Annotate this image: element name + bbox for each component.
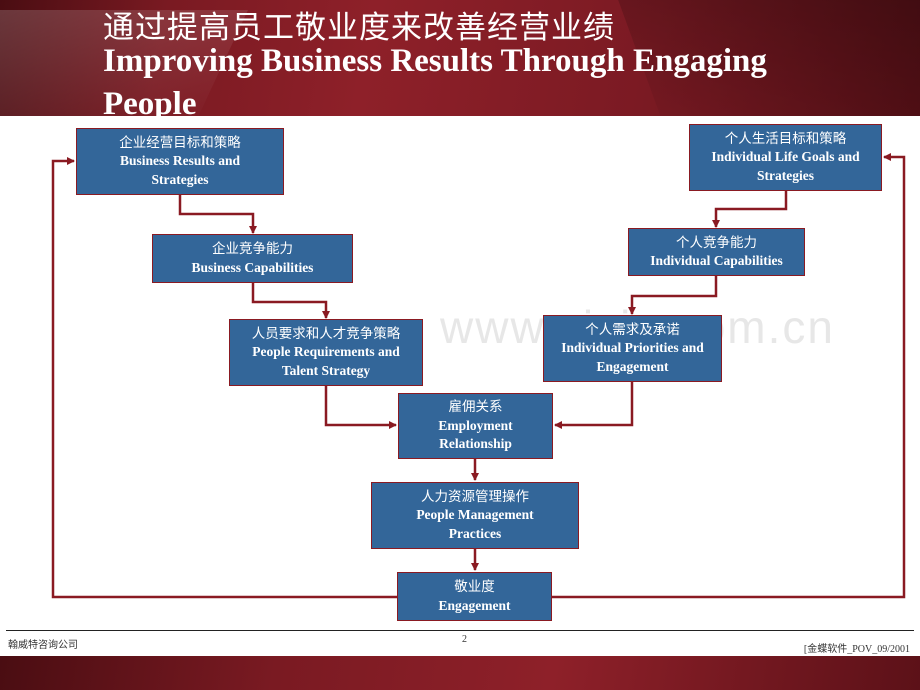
- box-people-requirements-cn: 人员要求和人才竞争策略: [251, 325, 401, 342]
- footer-band: [0, 656, 920, 690]
- box-people-management: 人力资源管理操作 People Management Practices: [371, 482, 579, 549]
- box-individual-life-goals: 个人生活目标和策略 Individual Life Goals and Stra…: [689, 124, 882, 191]
- connector-engagement-feedback-left: [51, 157, 397, 599]
- footer-company: 翰威特咨询公司: [8, 640, 78, 651]
- header-band: 通过提高员工敬业度来改善经营业绩 Improving Business Resu…: [0, 0, 920, 116]
- box-people-management-cn: 人力资源管理操作: [421, 488, 529, 505]
- box-people-management-en: People Management Practices: [416, 507, 534, 541]
- footer-source-note: [金蝶软件_POV_09/2001: [803, 644, 910, 655]
- box-individual-capabilities-en: Individual Capabilities: [650, 253, 783, 268]
- connector-individual-capabilities-to-priorities: [628, 276, 718, 315]
- connector-priorities-to-employment: [554, 382, 634, 429]
- connector-engagement-feedback-right: [552, 153, 906, 599]
- box-business-capabilities: 企业竞争能力 Business Capabilities: [152, 234, 353, 283]
- box-individual-priorities-cn: 个人需求及承诺: [585, 321, 680, 338]
- box-individual-priorities: 个人需求及承诺 Individual Priorities and Engage…: [543, 315, 722, 382]
- connector-capabilities-to-requirements: [251, 283, 330, 319]
- box-people-requirements-en: People Requirements and Talent Strategy: [252, 344, 400, 378]
- box-business-results-en: Business Results and Strategies: [119, 153, 241, 187]
- connector-life-goals-to-individual-capabilities: [712, 190, 788, 228]
- box-employment-relationship: 雇佣关系 Employment Relationship: [398, 393, 553, 459]
- footer-divider: [6, 630, 914, 631]
- footer-page-number: 2: [462, 634, 467, 645]
- box-employment-relationship-cn: 雇佣关系: [448, 399, 503, 416]
- box-individual-capabilities-cn: 个人竞争能力: [676, 234, 757, 251]
- box-business-results: 企业经营目标和策略 Business Results and Strategie…: [76, 128, 284, 195]
- box-individual-life-goals-en: Individual Life Goals and Strategies: [711, 149, 860, 183]
- box-engagement-cn: 敬业度: [454, 579, 495, 595]
- box-business-capabilities-cn: 企业竞争能力: [212, 241, 293, 257]
- box-individual-priorities-en: Individual Priorities and Engagement: [561, 340, 704, 374]
- box-business-capabilities-en: Business Capabilities: [191, 259, 314, 275]
- box-people-requirements: 人员要求和人才竞争策略 People Requirements and Tale…: [229, 319, 423, 386]
- connector-requirements-to-employment: [324, 386, 397, 429]
- page-title-english: Improving Business Results Through Engag…: [103, 43, 767, 116]
- box-individual-capabilities: 个人竞争能力 Individual Capabilities: [628, 228, 805, 276]
- connector-results-to-capabilities: [178, 194, 257, 234]
- box-business-results-cn: 企业经营目标和策略: [119, 134, 241, 151]
- box-engagement-en: Engagement: [438, 597, 511, 613]
- box-individual-life-goals-cn: 个人生活目标和策略: [724, 130, 847, 147]
- box-engagement: 敬业度 Engagement: [397, 572, 552, 621]
- box-employment-relationship-en: Employment Relationship: [438, 417, 513, 452]
- page-title-chinese: 通过提高员工敬业度来改善经营业绩: [103, 10, 615, 46]
